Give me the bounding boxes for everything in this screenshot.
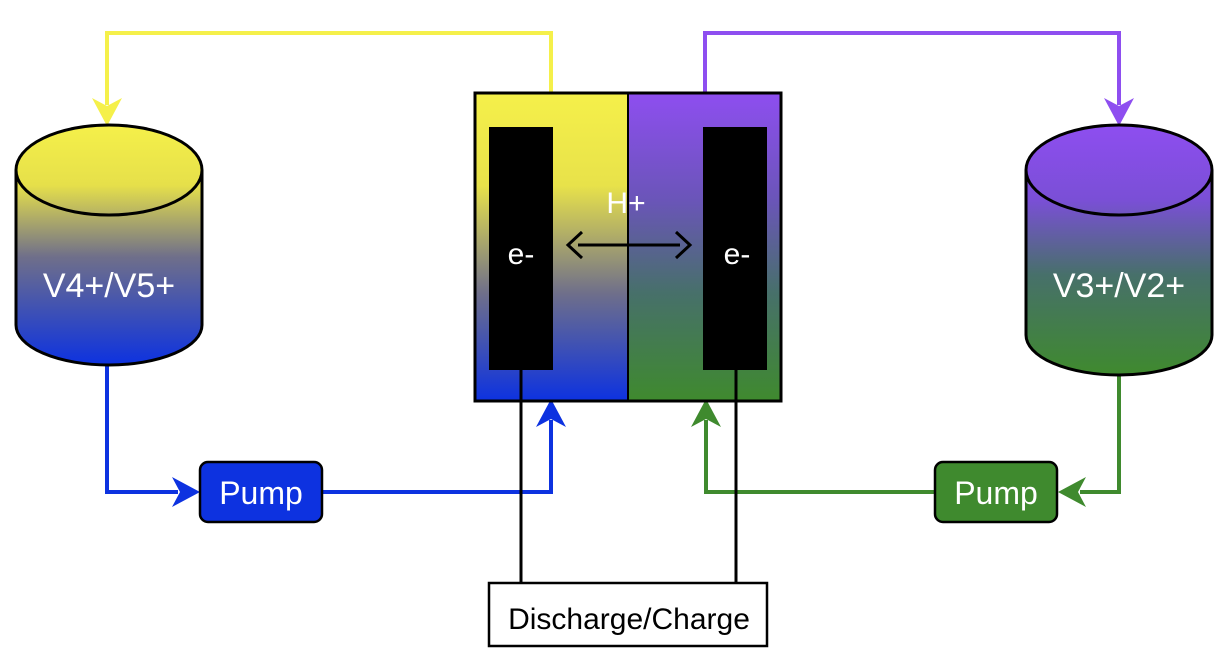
proton-label: H+ — [606, 187, 645, 220]
right-electrode-label: e- — [724, 238, 751, 271]
purple-arrowhead-icon — [1104, 98, 1134, 126]
blue-arrowhead-to-pump-icon — [172, 477, 200, 507]
green-arrowhead-to-cell-icon — [691, 399, 721, 427]
blue-arrowhead-to-cell-icon — [536, 399, 566, 427]
blue-pipe — [105, 360, 566, 507]
left-tank: V4+/V5+ — [14, 123, 204, 367]
yellow-pipe — [92, 31, 553, 126]
right-electrode — [703, 127, 767, 370]
proton-double-arrow-icon — [565, 230, 693, 260]
cell: e- e- H+ — [473, 91, 783, 403]
purple-pipe — [703, 31, 1134, 126]
right-pump-label: Pump — [954, 475, 1038, 511]
green-pipe — [691, 370, 1121, 507]
right-tank-label: V3+/V2+ — [1053, 267, 1185, 305]
load-wires — [519, 370, 738, 583]
left-electrode — [489, 127, 553, 370]
discharge-charge-box: Discharge/Charge — [487, 581, 769, 648]
left-electrode-label: e- — [508, 238, 535, 271]
green-arrowhead-to-pump-icon — [1058, 477, 1086, 507]
discharge-charge-label: Discharge/Charge — [508, 603, 750, 636]
yellow-arrowhead-icon — [92, 98, 122, 126]
right-pump: Pump — [933, 460, 1059, 524]
left-tank-label: V4+/V5+ — [43, 267, 175, 305]
left-pump-label: Pump — [219, 475, 303, 511]
right-tank: V3+/V2+ — [1024, 123, 1214, 377]
left-pump: Pump — [198, 460, 324, 524]
